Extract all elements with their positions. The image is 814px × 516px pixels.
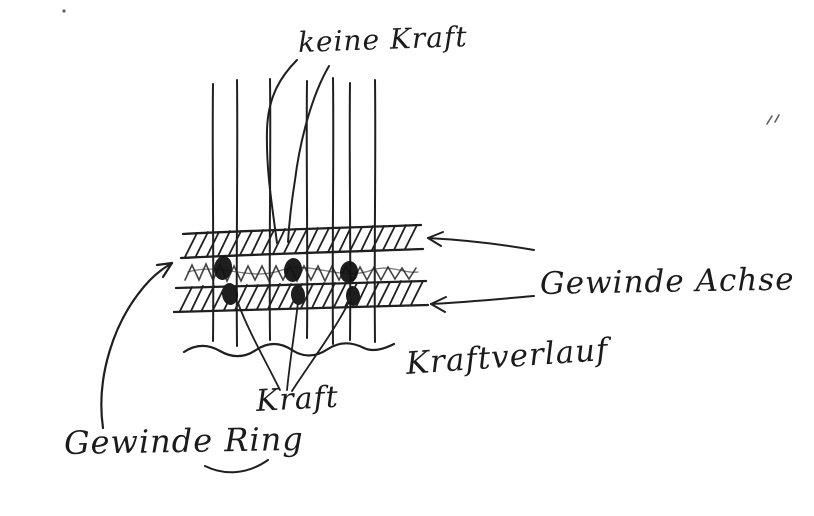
stray-marks <box>62 9 780 125</box>
wavy-break-line <box>182 342 396 358</box>
ring-underline-flourish <box>204 459 269 474</box>
arrow-to-lower-plate <box>430 295 535 313</box>
upper-plate-hatched <box>179 223 425 260</box>
keine-kraft-leader-line <box>265 59 330 244</box>
label-keine-kraft: keine Kraft <box>297 20 469 59</box>
arrow-to-upper-plate <box>427 231 535 251</box>
label-gewinde-ring: Gewinde Ring <box>63 419 305 462</box>
label-gewinde-achse: Gewinde Achse <box>539 261 795 302</box>
label-kraft: Kraft <box>255 379 340 419</box>
gewinde-ring-arrow <box>100 261 174 430</box>
lower-plate-hatch-lines <box>179 280 424 312</box>
upper-plate-hatch-lines <box>184 224 418 258</box>
lower-plate-hatched <box>172 279 430 314</box>
kraft-leader-lines <box>237 299 351 392</box>
